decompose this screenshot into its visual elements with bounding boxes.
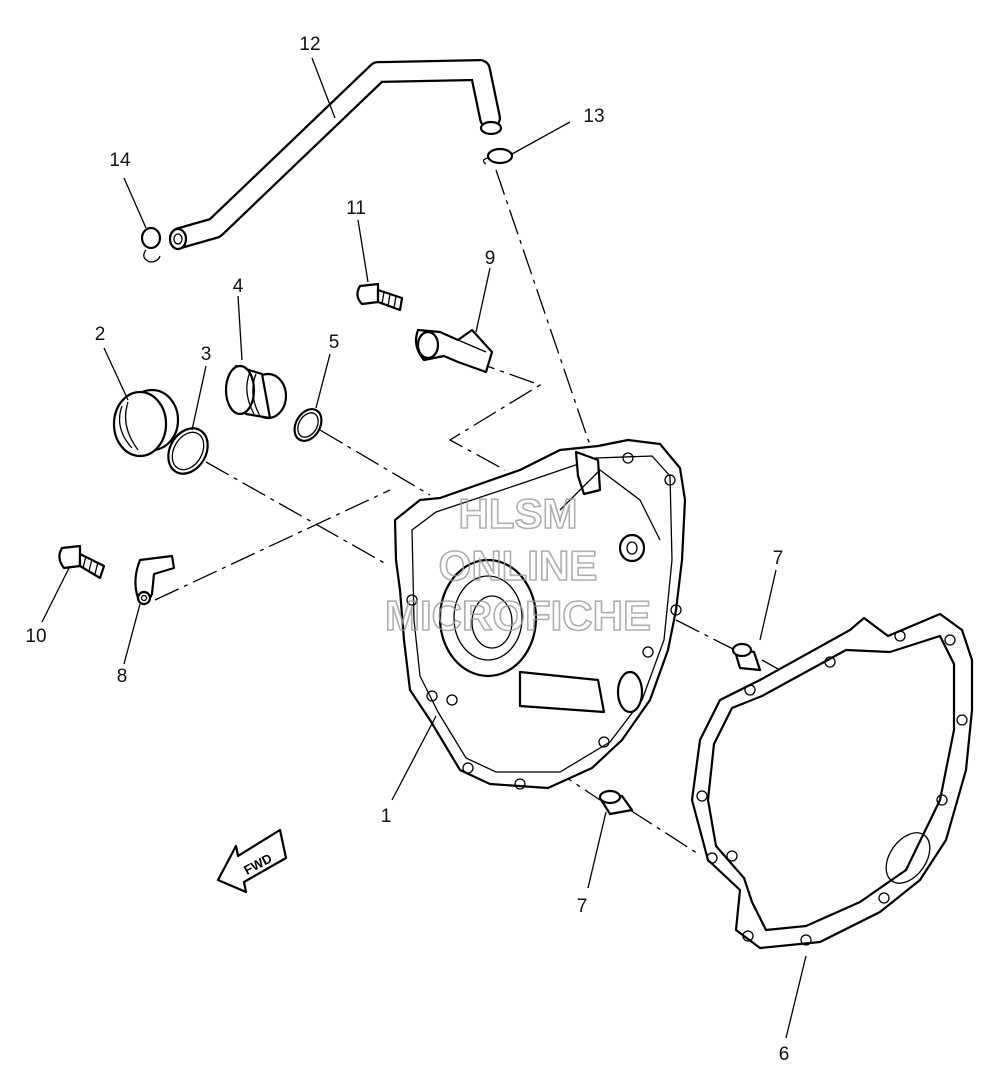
- watermark: HLSM ONLINE MICROFICHE: [384, 489, 652, 640]
- fwd-arrow-icon: FWD: [216, 828, 288, 894]
- callout-3: 3: [201, 344, 212, 365]
- callout-4: 4: [233, 276, 244, 297]
- callout-12: 12: [299, 34, 320, 55]
- hose-guide-bracket-9: [414, 328, 494, 374]
- callout-14: 14: [109, 150, 131, 171]
- bolt-11: [356, 282, 404, 312]
- o-ring-5: [293, 408, 323, 442]
- callout-10: 10: [25, 626, 46, 647]
- callout-5: 5: [329, 332, 340, 353]
- bolt-10: [58, 544, 106, 580]
- clamp-8: [134, 554, 176, 606]
- callout-13: 13: [583, 106, 604, 127]
- dowel-pin-lower: [598, 789, 634, 816]
- callout-7-upper: 7: [773, 548, 784, 569]
- callout-11: 11: [346, 198, 366, 219]
- watermark-line-2: ONLINE: [439, 542, 598, 589]
- callout-8: 8: [117, 666, 128, 687]
- callout-labels: 12 13 14 11 9 4 2 3 5 10 8 7 1 7 6: [25, 34, 789, 1065]
- gasket-6: [690, 612, 974, 950]
- plug-4: [224, 364, 288, 420]
- cover-plug-2: [112, 388, 180, 458]
- dowel-pin-upper: [731, 642, 762, 672]
- callout-6: 6: [779, 1044, 790, 1065]
- leader-lines: [41, 57, 807, 1039]
- callout-2: 2: [95, 324, 106, 345]
- o-ring-3: [167, 427, 209, 475]
- callout-9: 9: [485, 248, 496, 269]
- crankcase-cover-1: [393, 438, 687, 790]
- watermark-line-1: HLSM: [459, 490, 578, 537]
- watermark-line-3: MICROFICHE: [385, 592, 651, 639]
- breather-hose: [168, 59, 503, 251]
- callout-1: 1: [381, 806, 392, 827]
- hose-clip-13: [482, 147, 514, 165]
- hose-clip-14: [140, 226, 162, 263]
- callout-7-lower: 7: [577, 896, 588, 917]
